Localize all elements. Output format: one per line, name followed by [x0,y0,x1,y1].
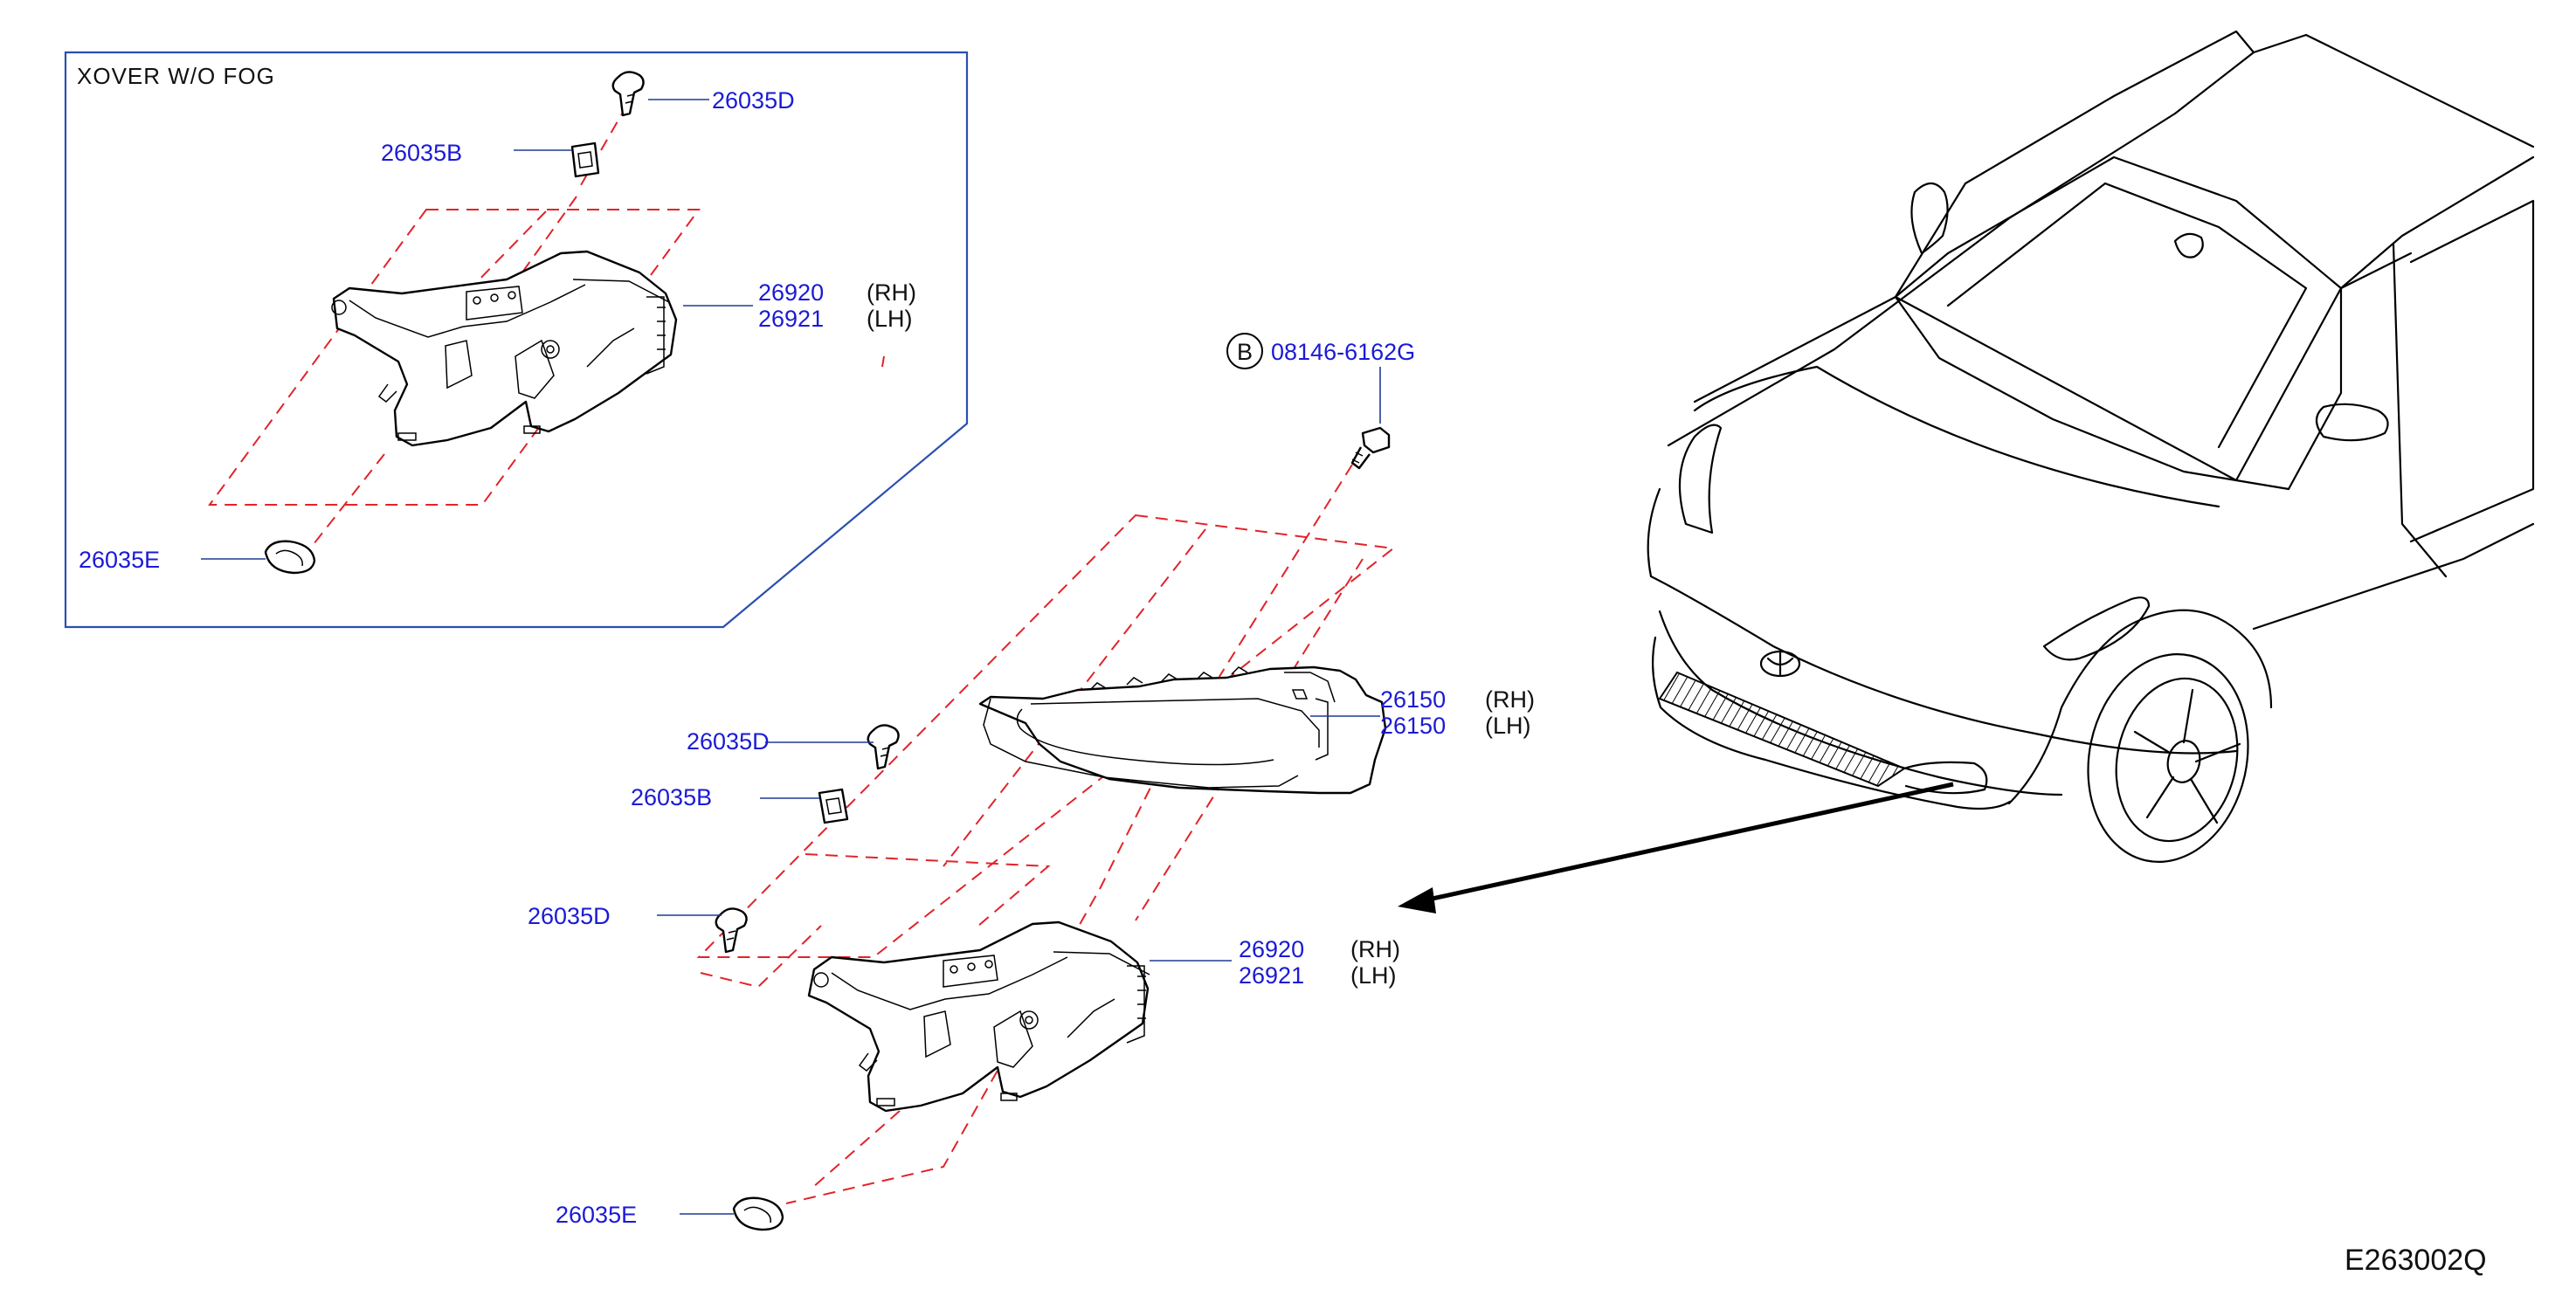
clip-26035b-icon-main [818,788,849,824]
side-rh-bracket: (RH) [1350,936,1400,962]
inset-title: XOVER W/O FOG [77,63,275,89]
label-26150-rh: 26150 [1380,686,1446,713]
clip-26035d-upper-icon [867,724,900,770]
bolt-icon [1350,426,1391,470]
vehicle-illustration [1398,30,2535,913]
clip-26035d-lower-icon [715,907,748,954]
fog-lamp-26150-icon [978,665,1387,795]
grommet-26035e-icon [264,540,316,575]
main-exploded-view: B 08146-6162G [528,333,1535,1231]
bracket-26920-main-icon [807,920,1150,1113]
clip-26035d-icon [611,71,645,117]
inset-side-lh: (LH) [867,306,913,332]
bolt-b-symbol: B [1237,339,1253,365]
label-08146-6162g: 08146-6162G [1271,339,1415,365]
grommet-26035e-main-icon [732,1196,784,1231]
clip-26035b-icon [570,141,600,178]
side-rh-lamp: (RH) [1485,686,1535,713]
side-lh-bracket: (LH) [1350,962,1397,989]
label-26920-main: 26920 [1239,936,1304,962]
diagram-code: E263002Q [2345,1244,2487,1277]
inset-label-26035e: 26035E [79,547,160,573]
bracket-26920-icon [331,250,678,447]
label-26035e-main: 26035E [556,1202,637,1228]
inset-side-rh: (RH) [867,279,916,306]
inset-label-26035d: 26035D [712,87,795,114]
inset-label-26920: 26920 [758,279,824,306]
side-lh-lamp: (LH) [1485,713,1531,739]
label-26921-main: 26921 [1239,962,1304,989]
label-26035d-upper: 26035D [687,728,770,755]
label-26150-lh: 26150 [1380,713,1446,739]
label-26035b-main: 26035B [631,784,712,810]
inset-label-26921: 26921 [758,306,824,332]
label-26035d-lower: 26035D [528,903,611,929]
bolt-b-callout: B 08146-6162G [1226,333,1415,424]
inset-label-26035b: 26035B [381,140,462,166]
inset-panel: XOVER W/O FOG [64,51,969,629]
